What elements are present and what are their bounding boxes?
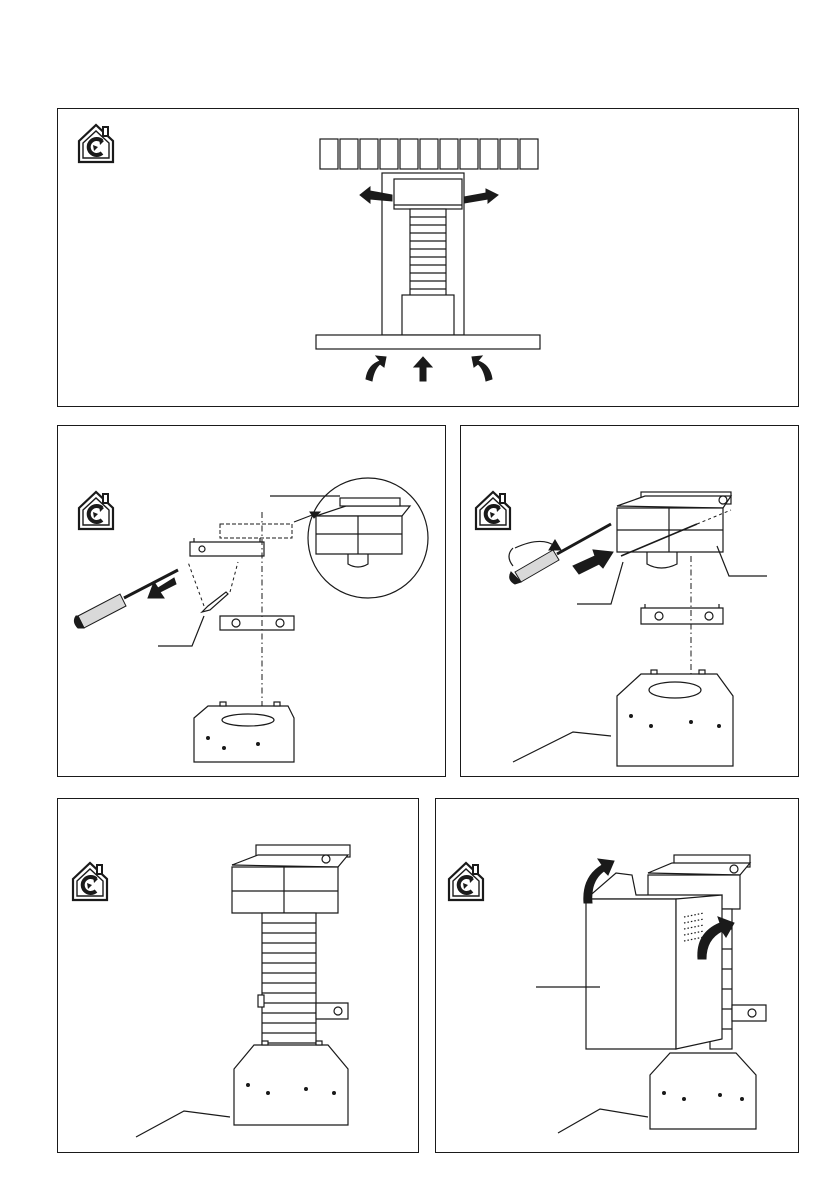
screwdriver — [74, 570, 178, 628]
motor-housing — [402, 295, 454, 335]
arrow-in-left — [366, 356, 386, 381]
ceiling-blocks — [320, 139, 538, 169]
hood-body — [234, 1045, 348, 1125]
panel-airflow — [57, 108, 799, 407]
panel-remove-bracket — [57, 425, 446, 777]
hood-body — [650, 1053, 756, 1129]
push-arrow — [573, 550, 613, 574]
panel-fit-chimney — [435, 798, 799, 1153]
leader-hood — [558, 1109, 648, 1133]
filter-box — [617, 496, 731, 508]
arrow-out-right — [464, 189, 498, 203]
arrow-in-right — [472, 356, 492, 381]
panel-connect-hose — [57, 798, 419, 1153]
airflow-diagram — [58, 109, 800, 408]
arrow-in-center — [414, 357, 432, 381]
remove-bracket-diagram — [58, 426, 447, 778]
flexible-hose — [262, 913, 316, 1053]
fit-chimney-diagram — [436, 799, 800, 1154]
leader-screw — [158, 616, 204, 646]
leader-hood — [513, 732, 611, 762]
fix-filter-box-diagram — [461, 426, 800, 778]
hood-canopy — [316, 335, 540, 349]
screw — [202, 592, 228, 612]
panel-fix-filter-box — [460, 425, 799, 777]
connect-hose-diagram — [58, 799, 420, 1154]
leader-hood — [136, 1111, 230, 1137]
leader-box — [717, 546, 767, 576]
bracket — [316, 1003, 348, 1019]
filter-box — [232, 855, 348, 867]
removal-arrow — [148, 578, 176, 598]
